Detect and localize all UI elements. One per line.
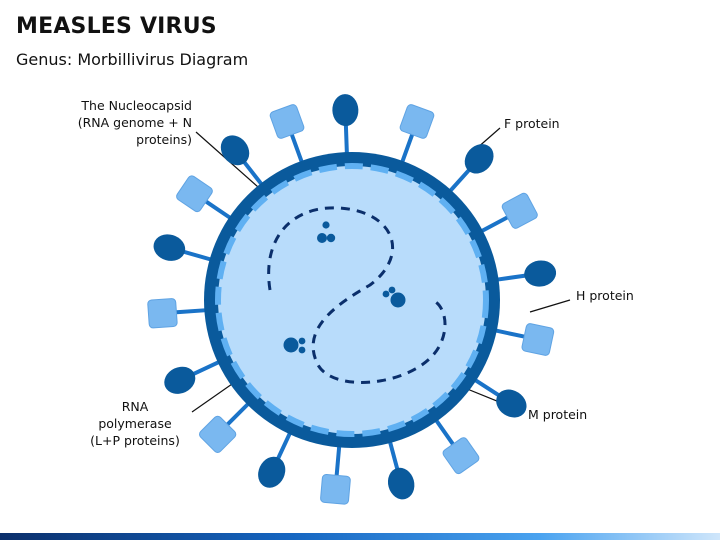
nucleocapsid-label: The Nucleocapsid (RNA genome + N protein… <box>40 97 192 148</box>
spike-stalk <box>472 377 502 398</box>
h-protein-spike <box>496 389 527 418</box>
spike-stalk <box>387 439 400 473</box>
spike-stalk <box>204 199 233 221</box>
spike-stalk <box>494 273 529 282</box>
spike-stalk <box>447 167 472 194</box>
rna-polymerase-label: RNA polymerase (L+P proteins) <box>80 398 190 449</box>
nucleocapsid-label-line-3: proteins) <box>136 132 192 147</box>
f-protein-spike <box>501 192 538 229</box>
rna-polymerase-label-line-2: polymerase <box>98 416 172 431</box>
spike-stalks <box>174 122 529 478</box>
polymerase-cluster-2 <box>382 286 406 308</box>
spike-stalk <box>478 215 510 234</box>
page-subtitle: Genus: Morbillivirus Diagram <box>16 50 249 69</box>
spike-stalk <box>433 417 455 447</box>
f-protein-spike <box>320 473 351 505</box>
m-protein-label: M protein <box>528 407 588 422</box>
h-protein-spike <box>258 456 286 488</box>
f-protein-spike <box>199 415 237 453</box>
f-protein-spike <box>521 323 555 356</box>
f-protein-spike <box>399 104 435 139</box>
nucleocapsid-label-line-1: The Nucleocapsid <box>81 98 192 113</box>
nucleocapsid-label-line-2: (RNA genome + N <box>77 115 192 130</box>
h-protein-spike <box>164 366 196 394</box>
spike-stalk <box>334 443 342 478</box>
rna-polymerase-label-line-1: RNA <box>121 399 149 414</box>
polymerase-cluster-3 <box>283 337 306 354</box>
rna-genome <box>267 206 447 384</box>
spike-stalk <box>289 132 305 165</box>
spike-stalk <box>492 328 527 339</box>
spike-stalk <box>241 159 265 187</box>
h-protein-spike <box>387 467 415 500</box>
f-protein-label: F protein <box>504 116 560 131</box>
spike-stalk <box>180 249 214 262</box>
h-protein-leader <box>529 299 571 313</box>
h-protein-spike <box>220 135 250 166</box>
f-protein-spike <box>269 104 305 139</box>
h-protein-spike <box>332 94 359 127</box>
h-protein-label: H protein <box>576 288 634 303</box>
rna-polymerase-label-line-3: (L+P proteins) <box>90 433 180 448</box>
f-protein-spike <box>176 175 213 213</box>
spike-stalk <box>343 122 349 157</box>
spike-stalk <box>225 401 251 427</box>
f-protein-spike <box>147 298 178 329</box>
spike-heads <box>147 94 557 505</box>
h-protein-spike <box>153 234 186 261</box>
h-protein-spike <box>524 260 557 287</box>
spike-stalk <box>275 430 293 462</box>
h-protein-spike <box>464 144 494 174</box>
matrix-layer <box>218 166 486 434</box>
page-title: MEASLES VIRUS <box>16 14 217 39</box>
spike-stalk <box>190 359 222 377</box>
spike-stalk <box>399 132 415 165</box>
m-protein-layer <box>215 163 489 437</box>
f-protein-spike <box>442 437 480 475</box>
footer-bar <box>0 533 720 540</box>
spike-stalk <box>174 308 209 315</box>
polymerase-cluster-1 <box>317 221 336 243</box>
